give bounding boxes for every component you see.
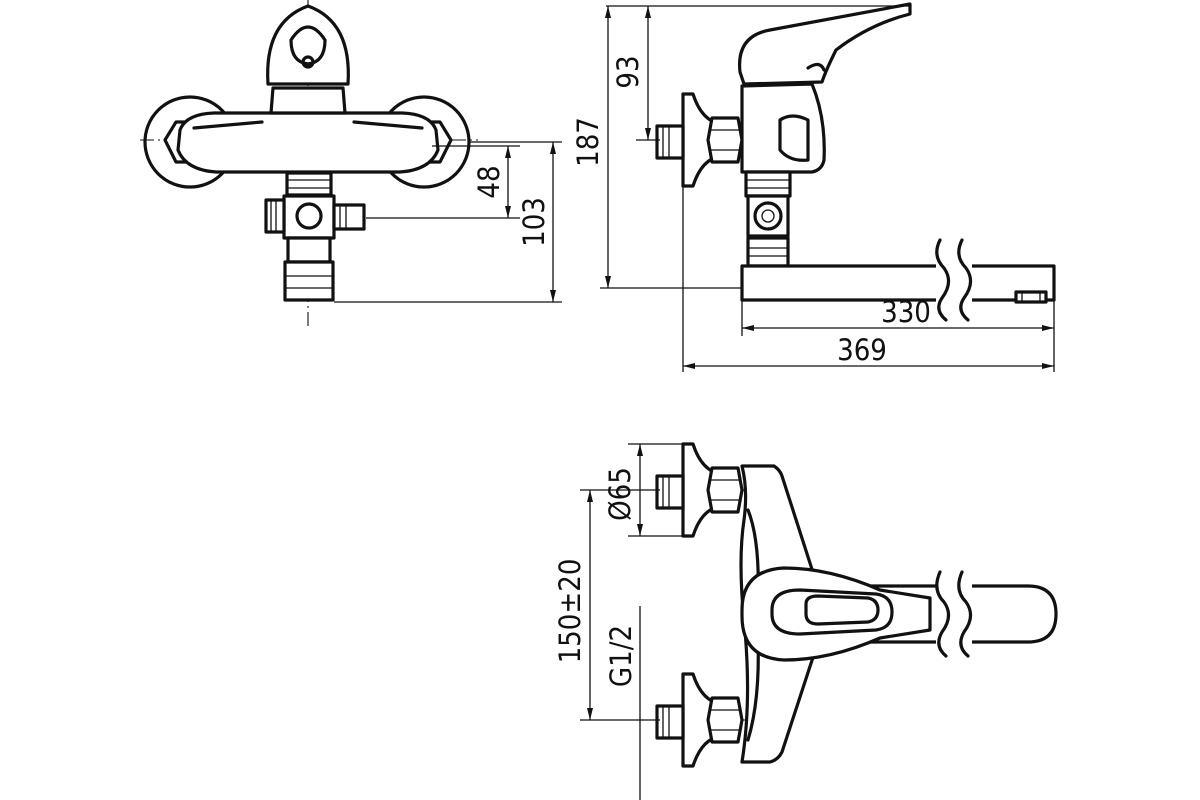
mixer-body [176, 111, 440, 174]
side-lever [737, 2, 912, 86]
side-spout-nut [746, 236, 790, 268]
diverter-hole [295, 202, 323, 230]
spout-connector [286, 236, 332, 264]
spout-nut [283, 260, 335, 302]
front-view: 48 103 [140, 0, 562, 330]
dim-330-label: 330 [881, 295, 931, 329]
spout-break-left [935, 238, 951, 322]
side-inlet-pipe [655, 124, 685, 160]
dim-103-label: 103 [517, 197, 551, 247]
dim-93-label: 93 [611, 55, 645, 88]
top-upper-hex-nut [706, 466, 744, 514]
top-upper-inlet-pipe [655, 474, 685, 510]
side-hex-nut [706, 116, 744, 164]
body-contour-left [192, 120, 264, 130]
side-view: 93 187 330 369 [571, 2, 1056, 372]
diverter-block [282, 194, 336, 240]
side-body-recess [778, 114, 810, 162]
top-lower-inlet-pipe [655, 704, 685, 740]
diverter-neck [285, 171, 333, 197]
side-body [740, 82, 826, 174]
side-aerator [1014, 290, 1048, 304]
top-lower-hex-nut [706, 696, 744, 744]
side-diverter-neck [744, 170, 792, 198]
lever-screw [301, 55, 315, 69]
top-spout-break-right [957, 570, 973, 658]
spout-break-right [957, 238, 973, 322]
lever-handle [266, 4, 350, 86]
dim-369-label: 369 [837, 333, 887, 367]
side-lever-detail [806, 62, 826, 72]
side-diverter-hole [753, 201, 783, 231]
cartridge-neck [269, 86, 347, 115]
diverter-knob [264, 198, 286, 234]
dim-g12-label: G1/2 [604, 625, 638, 687]
shower-outlet [332, 203, 366, 231]
dim-150-label: 150±20 [553, 559, 587, 664]
body-contour-right [352, 120, 424, 130]
top-spout-break-left [935, 570, 951, 658]
top-lever-insert [804, 594, 880, 626]
dim-d65-label: Ø65 [603, 467, 637, 521]
dim-48-label: 48 [472, 165, 506, 198]
dim-187-label: 187 [571, 117, 605, 167]
lever-slot [289, 25, 327, 66]
top-view: Ø65 150±20 G1/2 [553, 442, 1058, 800]
